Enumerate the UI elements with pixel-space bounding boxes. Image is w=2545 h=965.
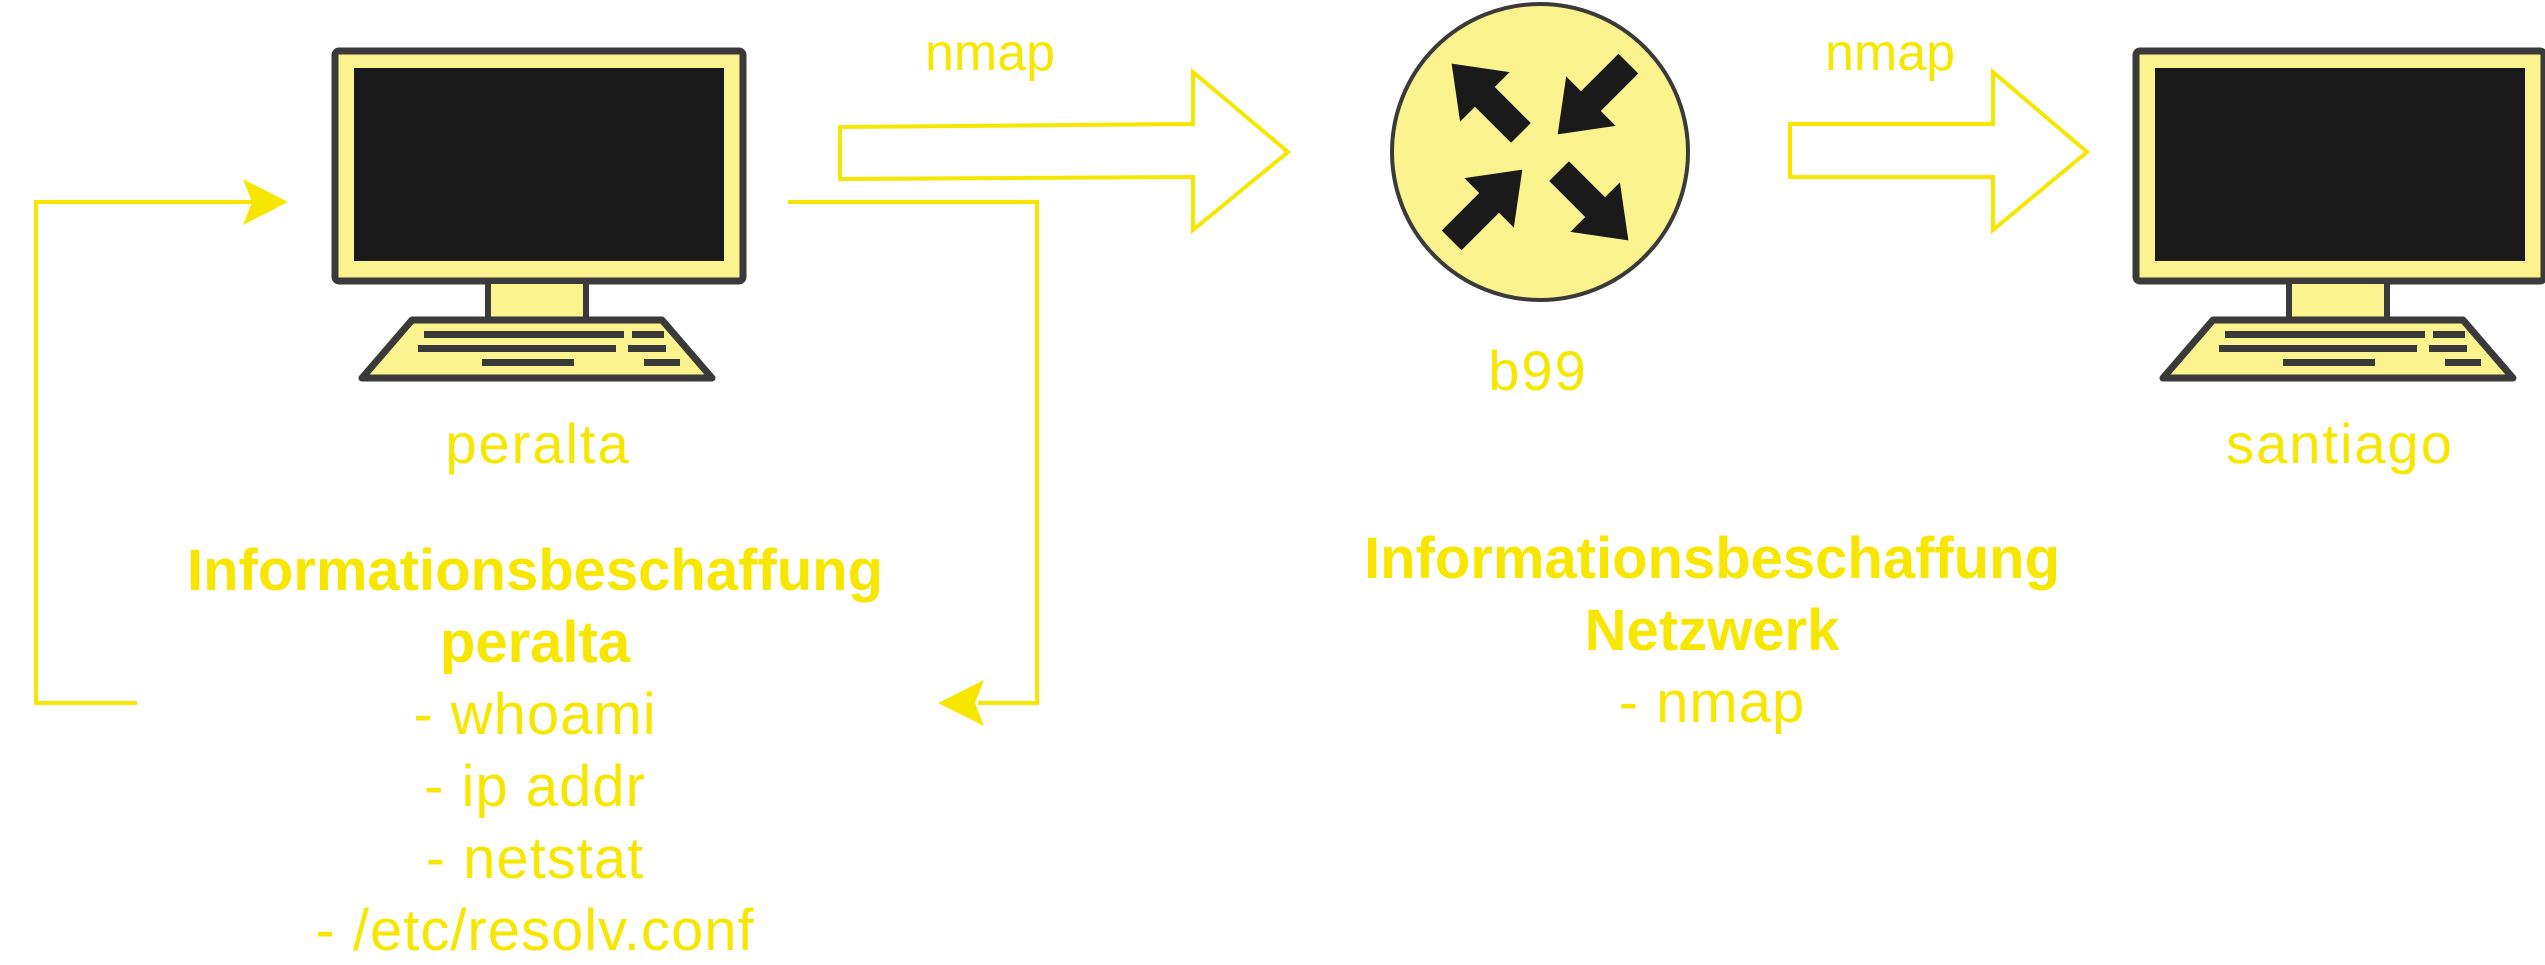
peralta-self-loop [34, 179, 1039, 726]
peralta-label: peralta [445, 412, 630, 475]
arrowhead-right-icon [243, 179, 288, 225]
notes-heading: Informationsbeschaffung [1364, 526, 2060, 591]
arrowhead-left-icon [938, 680, 984, 726]
router-icon [1390, 2, 1690, 302]
edge-peralta-to-b99: nmap [838, 24, 1292, 235]
santiago-label: santiago [2226, 412, 2454, 475]
b99-label: b99 [1488, 339, 1587, 402]
loop-line-right [788, 200, 1039, 705]
notes-heading: Informationsbeschaffung [187, 538, 883, 603]
edge-label: nmap [925, 24, 1055, 82]
notes-item: - /etc/resolv.conf [315, 898, 754, 963]
notes-item: - whoami [413, 682, 656, 747]
notes-heading: peralta [440, 610, 631, 675]
notes-item: - ip addr [424, 754, 646, 819]
network-notes: Informationsbeschaffung Netzwerk - nmap [1364, 526, 2060, 735]
peralta-notes: Informationsbeschaffung peralta - whoami… [187, 538, 883, 963]
santiago-computer: santiago [2132, 47, 2545, 475]
desktop-computer-icon [2132, 47, 2545, 382]
notes-heading: Netzwerk [1585, 598, 1840, 663]
edge-b99-to-santiago: nmap [1788, 24, 2091, 235]
desktop-computer-icon [331, 47, 747, 382]
notes-item: - netstat [426, 826, 645, 891]
b99-router: b99 [1390, 2, 1690, 402]
block-arrow-icon [838, 67, 1292, 235]
block-arrow-icon [1788, 67, 2091, 235]
notes-item: - nmap [1619, 670, 1806, 735]
peralta-computer: peralta [331, 47, 747, 475]
edge-label: nmap [1825, 24, 1955, 82]
loop-line-left [34, 200, 252, 705]
